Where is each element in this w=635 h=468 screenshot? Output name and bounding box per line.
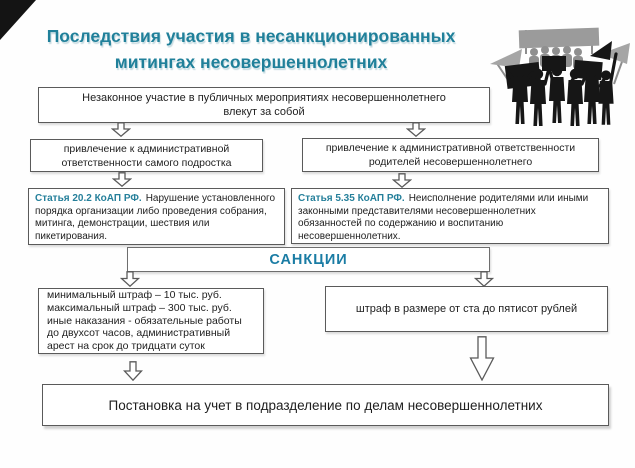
- down-arrow-icon: [474, 271, 494, 287]
- branch-parents-line2: родителей несовершеннолетнего: [368, 156, 533, 168]
- intro-box: Незаконное участие в публичных мероприят…: [38, 87, 490, 123]
- down-arrow-icon: [392, 173, 412, 188]
- article-5-35-body: Неисполнение родителями или иными законн…: [298, 193, 589, 242]
- sanctions-teen-line: максимальный штраф – 300 тыс. руб.: [47, 301, 232, 314]
- sanctions-header-label: САНКЦИИ: [269, 251, 348, 268]
- down-arrow-big-icon: [469, 336, 495, 381]
- article-5-35-text: Статья 5.35 КоАП РФ.Неисполнение родител…: [298, 193, 602, 243]
- article-5-35-label: Статья 5.35 КоАП РФ.: [298, 193, 405, 204]
- branch-teen-box: привлечение к административной ответстве…: [30, 139, 263, 172]
- article-20-2-text: Статья 20.2 КоАП РФ.Нарушение установлен…: [35, 193, 278, 243]
- sanctions-teen-line: иные наказания - обязательные работы: [47, 314, 242, 327]
- article-5-35-box: Статья 5.35 КоАП РФ.Неисполнение родител…: [291, 188, 609, 244]
- sanctions-parents-text: штраф в размере от ста до пятисот рублей: [355, 303, 578, 315]
- page-title-line1: Последствия участия в несанкционированны…: [46, 26, 456, 46]
- down-arrow-icon: [120, 271, 140, 287]
- page-title: Последствия участия в несанкционированны…: [28, 23, 474, 75]
- branch-parents-box: привлечение к административной ответстве…: [302, 138, 599, 172]
- sanctions-teen-line: арест на срок до тридцати суток: [47, 340, 205, 353]
- branch-teen-line1: привлечение к административной: [63, 142, 230, 155]
- down-arrow-icon: [406, 122, 426, 137]
- branch-teen-line2: ответственности самого подростка: [61, 156, 232, 169]
- page-title-line2: митингах несовершеннолетних: [114, 52, 388, 72]
- intro-line1: Незаконное участие в публичных мероприят…: [82, 92, 446, 104]
- protest-crowd-illustration: [482, 12, 632, 126]
- sanctions-parents-box: штраф в размере от ста до пятисот рублей: [325, 286, 608, 332]
- sanctions-teen-line: минимальный штраф – 10 тыс. руб.: [47, 288, 222, 301]
- article-20-2-label: Статья 20.2 КоАП РФ.: [35, 193, 142, 204]
- sanctions-header-bar: САНКЦИИ: [127, 247, 490, 272]
- down-arrow-icon: [112, 172, 132, 187]
- down-arrow-icon: [111, 122, 131, 137]
- branch-parents-line1: привлечение к административной ответстве…: [325, 142, 576, 154]
- intro-line2: влекут за собой: [223, 106, 305, 118]
- outcome-text: Постановка на учет в подразделение по де…: [108, 397, 543, 413]
- down-arrow-icon: [123, 361, 143, 381]
- article-20-2-box: Статья 20.2 КоАП РФ.Нарушение установлен…: [28, 188, 285, 245]
- sanctions-teen-box: минимальный штраф – 10 тыс. руб. максима…: [38, 288, 264, 354]
- article-20-2-body: Нарушение установленного порядка организ…: [35, 193, 276, 242]
- protest-crowd-icon: [490, 27, 630, 126]
- sanctions-teen-line: до двухсот часов, административный: [47, 327, 231, 340]
- outcome-box: Постановка на учет в подразделение по де…: [42, 384, 609, 426]
